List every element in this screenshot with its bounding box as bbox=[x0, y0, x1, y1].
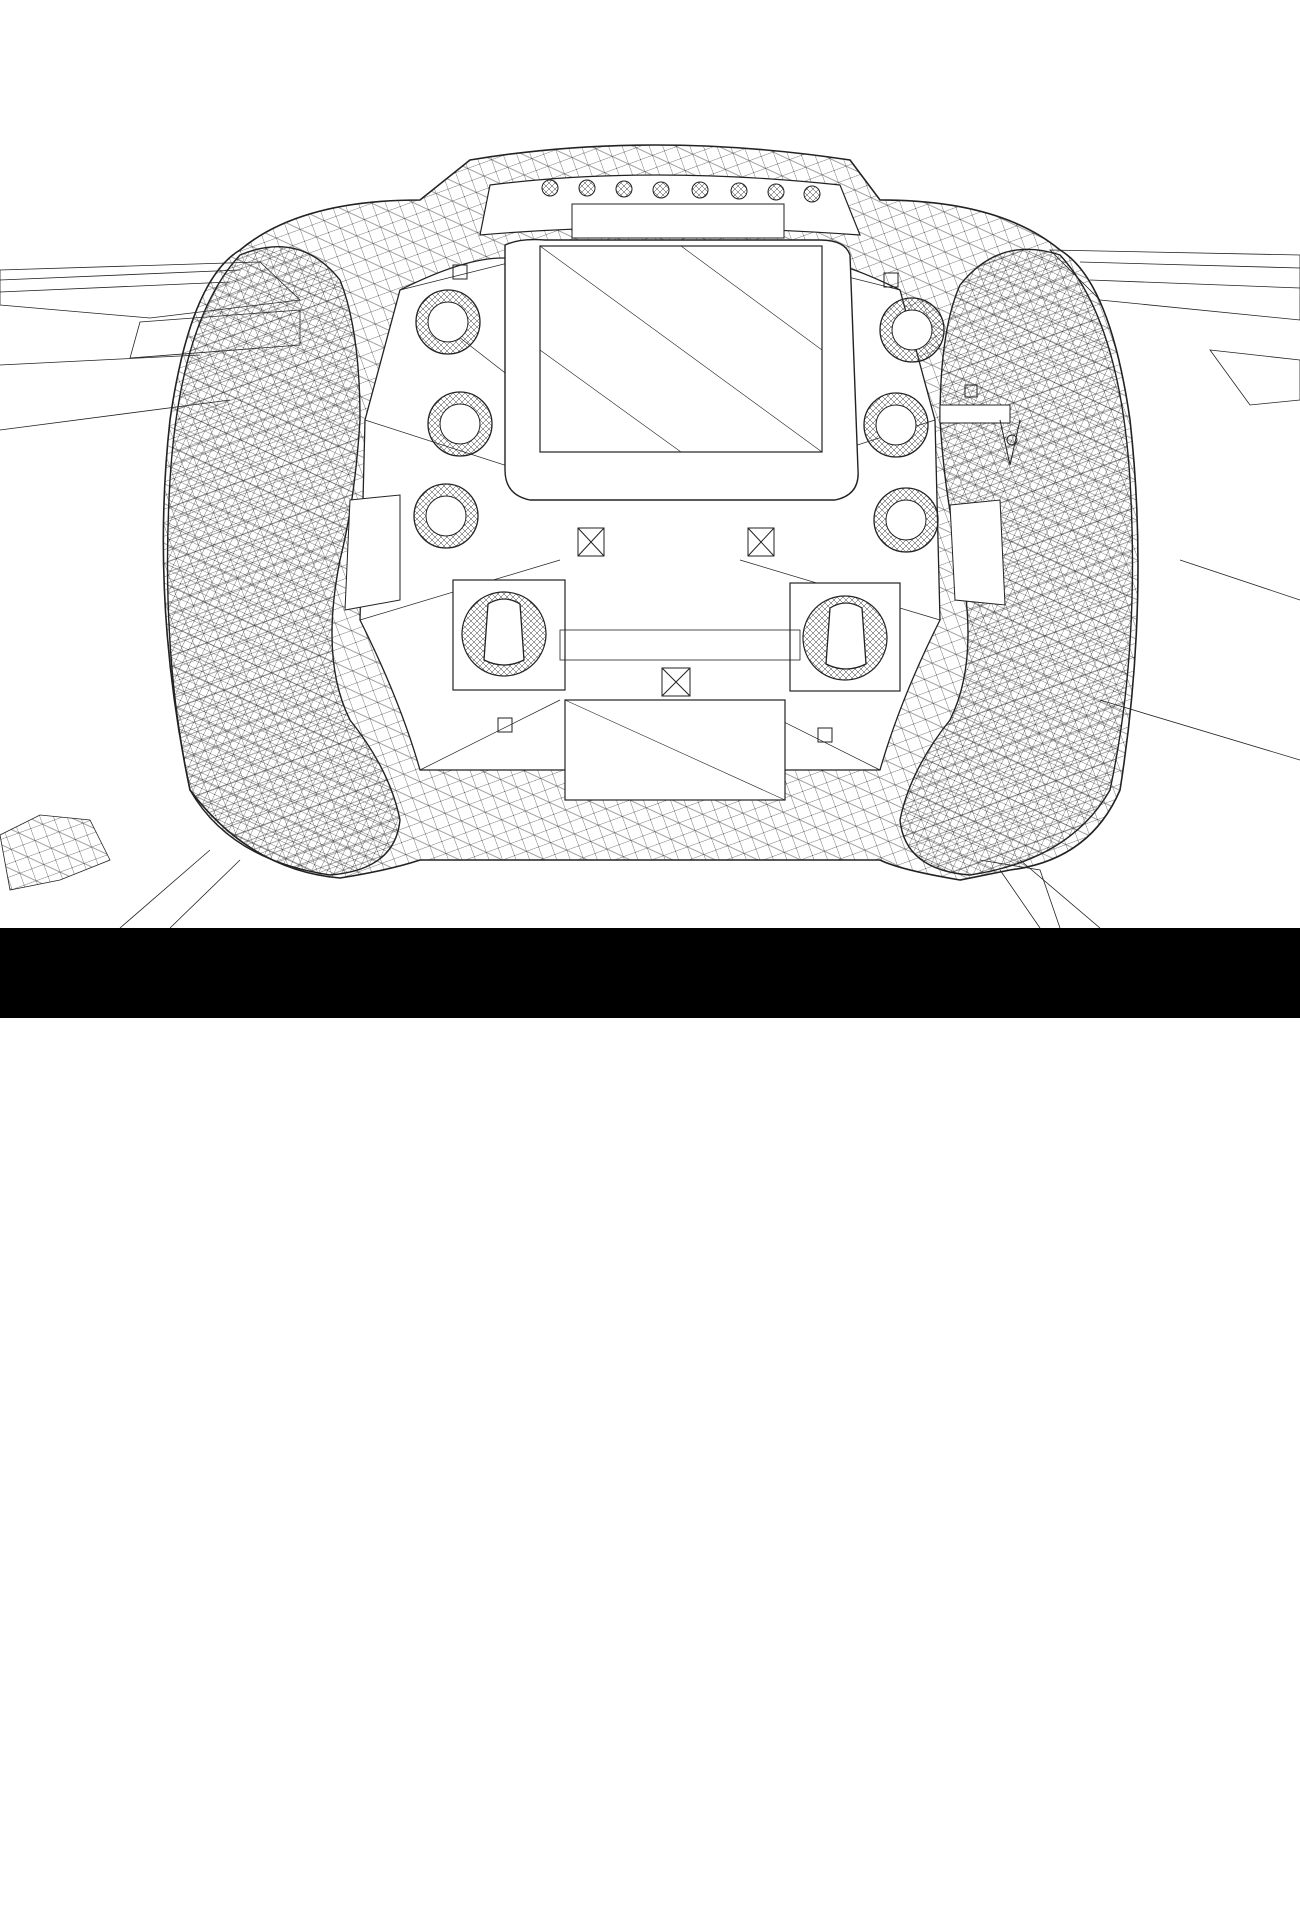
right-rotary-knobs bbox=[863, 297, 945, 553]
steering-wheel-wireframe bbox=[0, 144, 1300, 929]
brand-text: alamy bbox=[34, 1876, 170, 1929]
image-id: 3BBAHK0 bbox=[1157, 1888, 1264, 1913]
wireframe-illustration bbox=[0, 0, 1300, 929]
right-connector-cluster bbox=[939, 384, 1021, 466]
left-grip bbox=[166, 246, 401, 876]
left-rotary-knobs bbox=[413, 289, 493, 549]
left-rotary-switch bbox=[452, 579, 566, 691]
right-paddle bbox=[949, 499, 1006, 606]
left-paddle bbox=[344, 494, 401, 611]
alamy-logo: alamy bbox=[34, 1876, 170, 1929]
right-rotary-switch bbox=[789, 582, 901, 692]
led-row bbox=[541, 179, 821, 203]
watermark-footer-bar: alamy 3BBAHK0 bbox=[0, 928, 1300, 1929]
top-label-plate bbox=[571, 203, 785, 239]
